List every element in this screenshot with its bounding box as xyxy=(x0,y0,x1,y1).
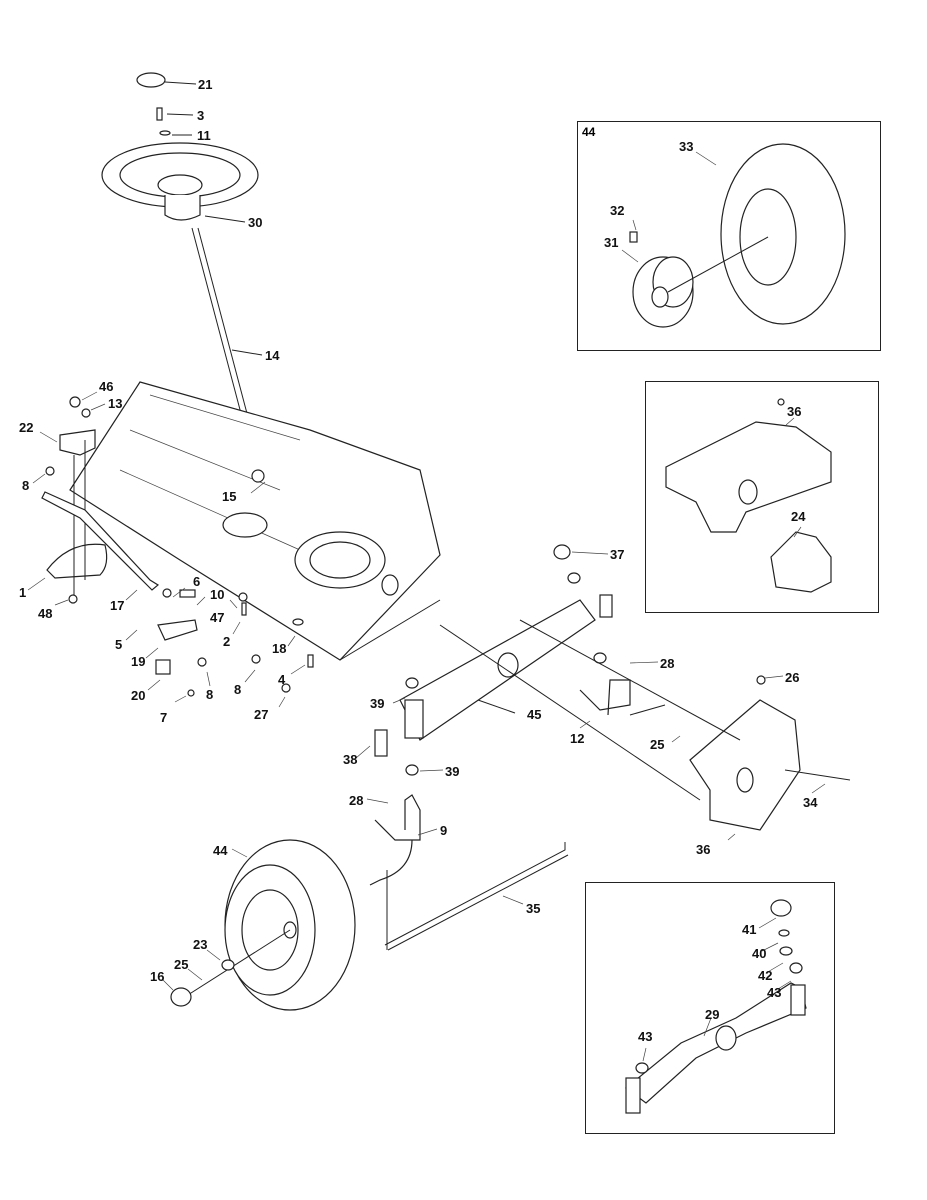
front-wheel xyxy=(170,839,356,1011)
callout-39a: 39 xyxy=(370,696,385,711)
callout-35: 35 xyxy=(526,901,541,916)
callout-27: 27 xyxy=(254,707,269,722)
callout-26: 26 xyxy=(785,670,800,685)
callout-11: 11 xyxy=(197,128,211,143)
inset-title: 44 xyxy=(582,125,596,139)
callout-19: 19 xyxy=(131,654,146,669)
callout-13: 13 xyxy=(108,396,123,411)
callout-48: 48 xyxy=(38,606,53,621)
callout-22: 22 xyxy=(19,420,34,435)
callout-33: 33 xyxy=(679,139,694,154)
front-bracket xyxy=(439,619,851,831)
bracket-part xyxy=(665,398,832,533)
callout-8: 8 xyxy=(22,478,30,493)
callout-17: 17 xyxy=(110,598,125,613)
callout-6: 6 xyxy=(193,574,201,589)
callout-28a: 28 xyxy=(660,656,675,671)
spindles xyxy=(369,679,666,886)
callout-36-inset: 36 xyxy=(787,404,802,419)
callout-30: 30 xyxy=(248,215,263,230)
callout-37: 37 xyxy=(610,547,625,562)
steering-wheel xyxy=(101,142,259,223)
callout-46: 46 xyxy=(99,379,114,394)
front-axle xyxy=(399,599,596,741)
rim xyxy=(632,236,769,328)
callout-39b: 39 xyxy=(445,764,460,779)
bushings xyxy=(374,544,613,776)
plate-24 xyxy=(770,531,832,593)
callout-7: 7 xyxy=(160,710,168,725)
callout-31: 31 xyxy=(604,235,619,250)
callout-24: 24 xyxy=(791,509,806,524)
leader-lines xyxy=(27,391,826,991)
valve-stem xyxy=(629,231,638,243)
callout-10: 10 xyxy=(210,587,225,602)
washer-11 xyxy=(159,130,192,136)
callout-8c: 8 xyxy=(234,682,242,697)
callout-9: 9 xyxy=(440,823,448,838)
callout-32: 32 xyxy=(610,203,625,218)
callout-34: 34 xyxy=(803,795,818,810)
callout-42: 42 xyxy=(758,968,773,983)
wheel-inset: 44 33 32 31 xyxy=(577,121,881,351)
callout-1: 1 xyxy=(19,585,27,600)
steering-cap xyxy=(136,72,197,88)
callout-43b: 43 xyxy=(638,1029,653,1044)
callout-36: 36 xyxy=(696,842,711,857)
bracket-inset: 36 24 xyxy=(645,381,879,613)
drag-link xyxy=(41,491,160,591)
callout-20: 20 xyxy=(131,688,146,703)
callout-14: 14 xyxy=(265,348,280,363)
bolt-3 xyxy=(156,107,194,121)
callout-5: 5 xyxy=(115,637,123,652)
rear-tire xyxy=(720,143,846,325)
callout-18: 18 xyxy=(272,641,287,656)
callout-41: 41 xyxy=(742,922,757,937)
callout-23: 23 xyxy=(193,937,208,952)
callout-2: 2 xyxy=(223,634,231,649)
callout-3: 3 xyxy=(197,108,205,123)
callout-43a: 43 xyxy=(767,985,782,1000)
callout-29: 29 xyxy=(705,1007,720,1022)
axle-hardware xyxy=(635,899,803,1074)
hardware xyxy=(45,396,766,697)
axle-29 xyxy=(625,982,807,1114)
callout-8b: 8 xyxy=(206,687,214,702)
callout-25b: 25 xyxy=(174,957,189,972)
callout-28b: 28 xyxy=(349,793,364,808)
callout-15: 15 xyxy=(222,489,237,504)
callout-38: 38 xyxy=(343,752,358,767)
tie-rod xyxy=(384,842,569,951)
callout-25a: 25 xyxy=(650,737,665,752)
steering-gear xyxy=(46,429,108,600)
callout-44: 44 xyxy=(213,843,228,858)
callout-40: 40 xyxy=(752,946,767,961)
callout-21: 21 xyxy=(198,77,213,92)
callout-45: 45 xyxy=(527,707,542,722)
chassis-frame xyxy=(69,381,441,661)
callout-47: 47 xyxy=(210,610,225,625)
callout-4: 4 xyxy=(278,672,286,687)
axle-inset: 41 40 42 43 29 43 xyxy=(585,882,835,1134)
callout-16: 16 xyxy=(150,969,165,984)
callout-12: 12 xyxy=(570,731,585,746)
